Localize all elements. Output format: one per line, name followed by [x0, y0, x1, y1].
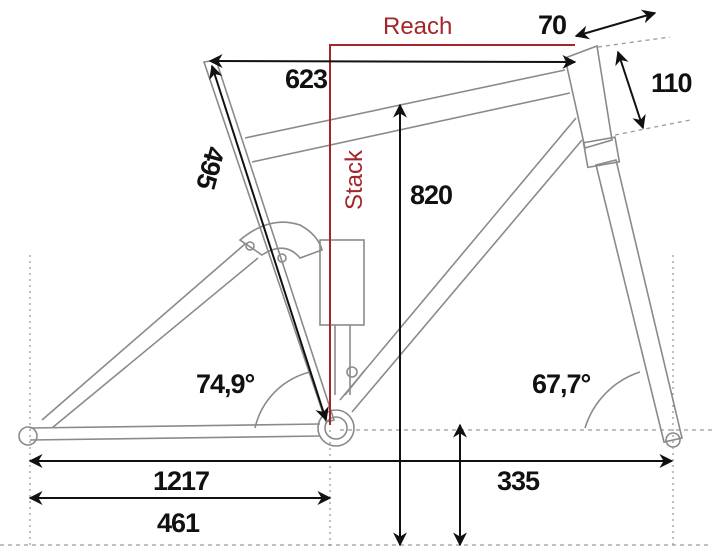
- chainstay-value: 461: [157, 508, 200, 538]
- bb-height-value: 335: [497, 466, 540, 496]
- stack-value: 820: [410, 180, 452, 210]
- stem-value: 70: [538, 10, 566, 40]
- head-angle-value: 67,7°: [532, 369, 591, 399]
- seat-angle-value: 74,9°: [196, 369, 255, 399]
- seat-tube-value: 495: [190, 143, 230, 192]
- head-angle-arc: [584, 371, 641, 429]
- stem-arrow: [574, 9, 657, 40]
- head-tube-bottom-guide: [614, 119, 691, 136]
- head-tube-top-guide: [597, 36, 671, 48]
- seat-tube-arrow: [209, 64, 329, 422]
- reach-label: Reach: [383, 13, 452, 40]
- wheelbase-value: 1217: [153, 466, 209, 496]
- reach-value: 623: [285, 64, 328, 94]
- head-tube-value: 110: [651, 68, 692, 98]
- reach-arrow: [208, 54, 577, 69]
- seat-angle-arc: [254, 371, 311, 429]
- stack-label: Stack: [341, 149, 368, 210]
- reach-stack-line: [329, 44, 575, 425]
- head-tube-arrow: [615, 50, 646, 130]
